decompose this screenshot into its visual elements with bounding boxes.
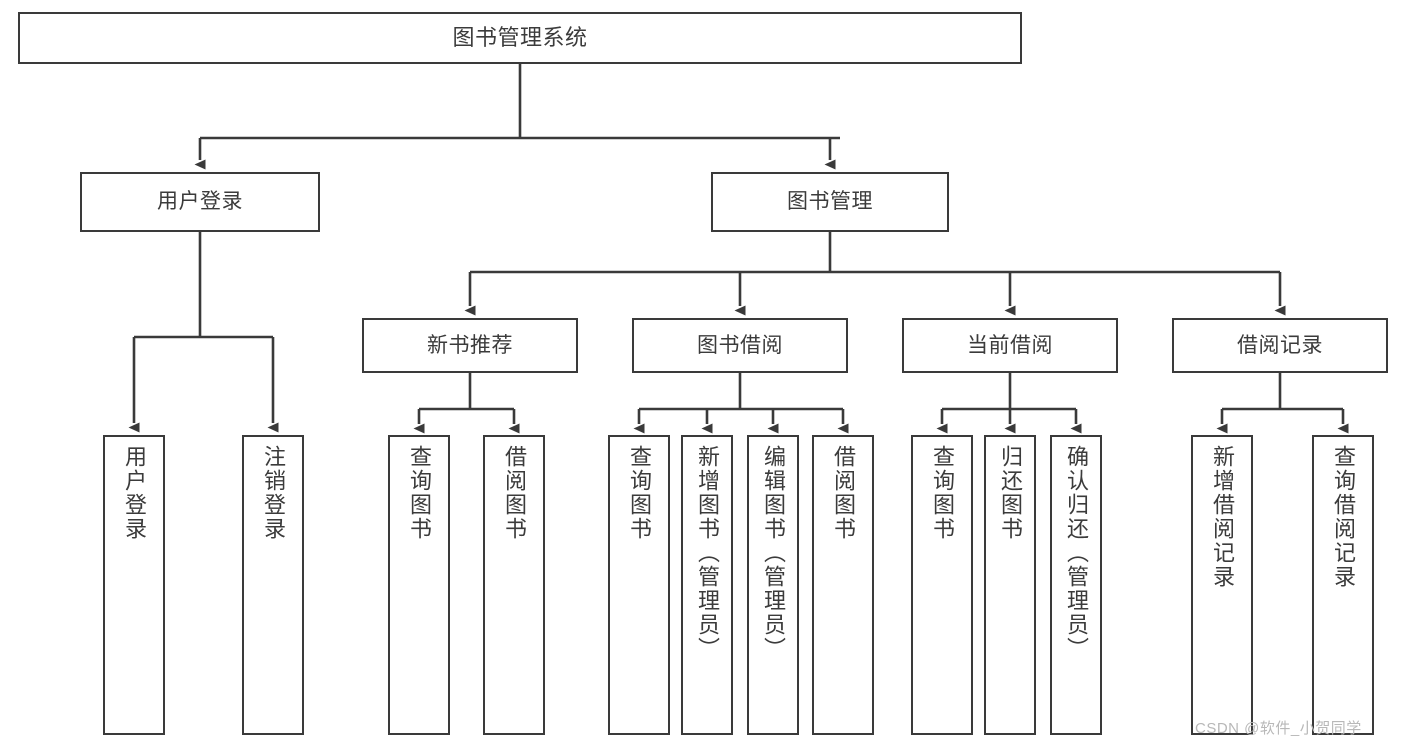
node-leaf-add-record[interactable]: 新增借阅记录 xyxy=(1191,435,1253,735)
node-leaf-query-record[interactable]: 查询借阅记录 xyxy=(1312,435,1374,735)
node-book-management[interactable]: 图书管理 xyxy=(711,172,949,232)
node-leaf-query-book-1[interactable]: 查询图书 xyxy=(388,435,450,735)
node-leaf-logout-label: 注销登录 xyxy=(260,445,286,541)
node-current-borrow-label: 当前借阅 xyxy=(967,333,1053,357)
node-borrow-record[interactable]: 借阅记录 xyxy=(1172,318,1388,373)
node-leaf-logout[interactable]: 注销登录 xyxy=(242,435,304,735)
edges-root-to-level1 xyxy=(194,64,840,170)
node-new-book-recommend[interactable]: 新书推荐 xyxy=(362,318,578,373)
edges-newbook-to-leaves xyxy=(413,373,520,434)
node-leaf-borrow-book-1-label: 借阅图书 xyxy=(501,445,527,541)
node-current-borrow[interactable]: 当前借阅 xyxy=(902,318,1118,373)
edges-borrowrecord-to-leaves xyxy=(1216,373,1349,434)
node-leaf-query-book-2[interactable]: 查询图书 xyxy=(608,435,670,735)
node-leaf-add-book[interactable]: 新增图书（管理员） xyxy=(681,435,733,735)
node-user-login-label: 用户登录 xyxy=(157,190,243,214)
node-leaf-confirm-return-label: 确认归还（管理员） xyxy=(1063,445,1089,661)
node-leaf-add-book-label: 新增图书（管理员） xyxy=(694,445,720,661)
node-leaf-edit-book-label: 编辑图书（管理员） xyxy=(760,445,786,661)
node-leaf-user-login-label: 用户登录 xyxy=(121,445,147,541)
node-leaf-query-record-label: 查询借阅记录 xyxy=(1330,445,1356,589)
edges-currentborrow-to-leaves xyxy=(936,373,1082,434)
node-leaf-edit-book[interactable]: 编辑图书（管理员） xyxy=(747,435,799,735)
node-user-login[interactable]: 用户登录 xyxy=(80,172,320,232)
node-book-management-label: 图书管理 xyxy=(787,190,873,214)
node-leaf-query-book-3[interactable]: 查询图书 xyxy=(911,435,973,735)
node-leaf-return-book[interactable]: 归还图书 xyxy=(984,435,1036,735)
node-leaf-query-book-3-label: 查询图书 xyxy=(929,445,955,541)
node-leaf-confirm-return[interactable]: 确认归还（管理员） xyxy=(1050,435,1102,735)
node-book-borrow-label: 图书借阅 xyxy=(697,333,783,357)
edges-bookmgmt-to-level2 xyxy=(464,232,1286,316)
node-borrow-record-label: 借阅记录 xyxy=(1237,333,1323,357)
edges-userlogin-to-leaves xyxy=(128,232,279,433)
node-leaf-borrow-book-2[interactable]: 借阅图书 xyxy=(812,435,874,735)
node-leaf-query-book-1-label: 查询图书 xyxy=(406,445,432,541)
node-leaf-add-record-label: 新增借阅记录 xyxy=(1209,445,1235,589)
node-leaf-return-book-label: 归还图书 xyxy=(997,445,1023,541)
node-new-book-recommend-label: 新书推荐 xyxy=(427,333,513,357)
node-leaf-borrow-book-1[interactable]: 借阅图书 xyxy=(483,435,545,735)
node-leaf-query-book-2-label: 查询图书 xyxy=(626,445,652,541)
node-root[interactable]: 图书管理系统 xyxy=(18,12,1022,64)
node-leaf-user-login[interactable]: 用户登录 xyxy=(103,435,165,735)
node-root-label: 图书管理系统 xyxy=(452,24,588,50)
edges-bookborrow-to-leaves xyxy=(633,373,849,434)
node-leaf-borrow-book-2-label: 借阅图书 xyxy=(830,445,856,541)
node-book-borrow[interactable]: 图书借阅 xyxy=(632,318,848,373)
